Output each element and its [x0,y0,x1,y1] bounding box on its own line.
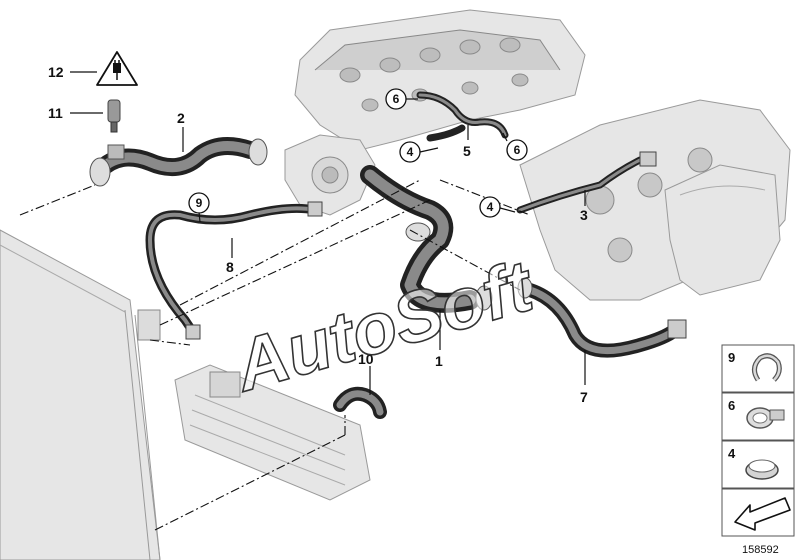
hose-2 [89,137,268,187]
part-label-10: 10 [358,351,374,367]
hose-3 [516,151,657,214]
part-label-5: 5 [463,143,471,159]
expansion-tank [664,164,781,296]
part-label-3: 3 [580,207,588,223]
hose-clamp-icon [746,407,785,429]
svg-text:4: 4 [487,200,494,214]
svg-text:9: 9 [196,196,203,210]
circled-labels: 6 4 6 4 9 [188,88,528,218]
part-label-8: 8 [226,259,234,275]
part-label-2: 2 [177,110,185,126]
hose-7 [517,277,687,358]
legend-number-6: 6 [728,398,735,413]
legend-panel: 9 6 4 [721,344,795,537]
assembly-lines [19,179,531,531]
part-labels: 12 11 2 5 3 8 1 10 7 [48,64,588,405]
leader-lines [70,71,586,395]
hose-8 [145,201,323,340]
part-label-1: 1 [435,353,443,369]
temperature-sensor [107,99,121,133]
radiator [0,229,161,560]
document-number: 158592 [742,544,779,556]
legend-number-9: 9 [728,350,735,365]
hose-1 [360,165,493,313]
hose-5 [416,91,509,142]
svg-text:6: 6 [393,92,400,106]
circled-label-4-upper: 4 [399,141,421,163]
circled-label-6-upper: 6 [385,88,407,110]
band-clamp-icon [745,459,779,480]
circled-label-4-right: 4 [479,196,501,218]
legend-number-4: 4 [728,446,736,461]
electrical-plug-warning-icon [96,51,138,86]
part-label-12: 12 [48,64,64,80]
arrow-ref-icon [734,497,791,531]
svg-text:4: 4 [407,145,414,159]
watermark-text: AutoSoft [225,245,544,407]
part-label-11: 11 [48,105,63,121]
thermostat-housing [284,134,376,216]
clip-icon [752,353,782,382]
part-label-7: 7 [580,389,588,405]
svg-text:6: 6 [514,143,521,157]
oil-cooler [174,364,371,501]
circled-label-6-right: 6 [506,139,528,161]
hose-10 [333,386,387,419]
circled-label-9: 9 [188,192,210,214]
engine-block [294,9,586,151]
